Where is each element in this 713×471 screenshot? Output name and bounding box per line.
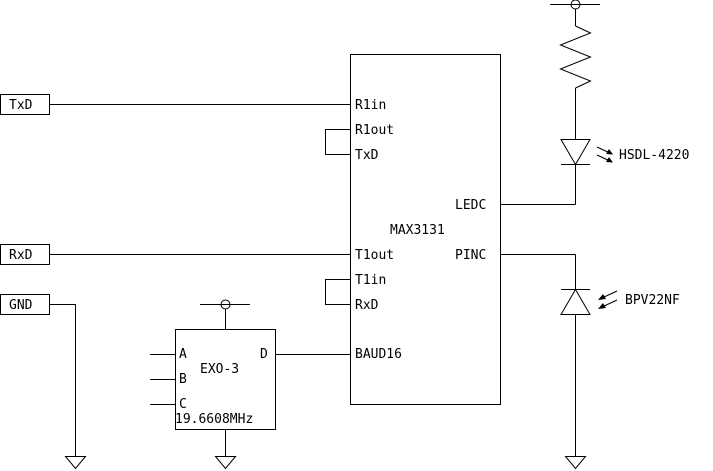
led-emission-arrows-icon <box>596 146 613 163</box>
led-label: HSDL-4220 <box>619 148 689 163</box>
port-rxd: RxD <box>0 244 50 265</box>
loopback-r1out-txd <box>325 129 350 155</box>
led-diode-icon <box>560 139 591 166</box>
oscillator-exo3 <box>175 329 276 430</box>
port-gnd-label: GND <box>9 298 33 313</box>
photodiode-label: BPV22NF <box>625 293 680 308</box>
pin-t1out: T1out <box>355 248 394 263</box>
oscillator-pin-c: C <box>179 397 187 412</box>
pin-t1in: T1in <box>355 273 386 288</box>
pin-pinc: PINC <box>455 248 486 263</box>
wire-gnd <box>50 304 76 456</box>
ic-max3131 <box>350 54 501 405</box>
port-rxd-label: RxD <box>9 248 33 263</box>
ground-symbol-gnd <box>64 456 87 470</box>
pin-r1out: R1out <box>355 123 394 138</box>
oscillator-name: EXO-3 <box>200 362 239 377</box>
port-txd-label: TxD <box>9 98 33 113</box>
oscillator-pin-d: D <box>260 347 268 362</box>
loopback-t1in-rxd <box>325 279 350 305</box>
resistor-icon <box>559 25 592 89</box>
pin-txd: TxD <box>355 148 379 163</box>
ic-name: MAX3131 <box>390 223 445 238</box>
port-gnd: GND <box>0 294 50 315</box>
pin-r1in: R1in <box>355 98 386 113</box>
ground-symbol-osc <box>214 456 237 470</box>
pin-baud16: BAUD16 <box>355 347 402 362</box>
oscillator-frequency: 19.6608MHz <box>175 412 253 427</box>
pin-rxd: RxD <box>355 298 379 313</box>
ground-symbol-photodiode <box>564 456 587 470</box>
photodiode-incident-arrows-icon <box>598 290 618 309</box>
pin-ledc: LEDC <box>455 198 486 213</box>
oscillator-pin-a: A <box>179 347 187 362</box>
oscillator-pin-b: B <box>179 372 187 387</box>
port-txd: TxD <box>0 94 50 115</box>
photodiode-icon <box>560 288 591 315</box>
